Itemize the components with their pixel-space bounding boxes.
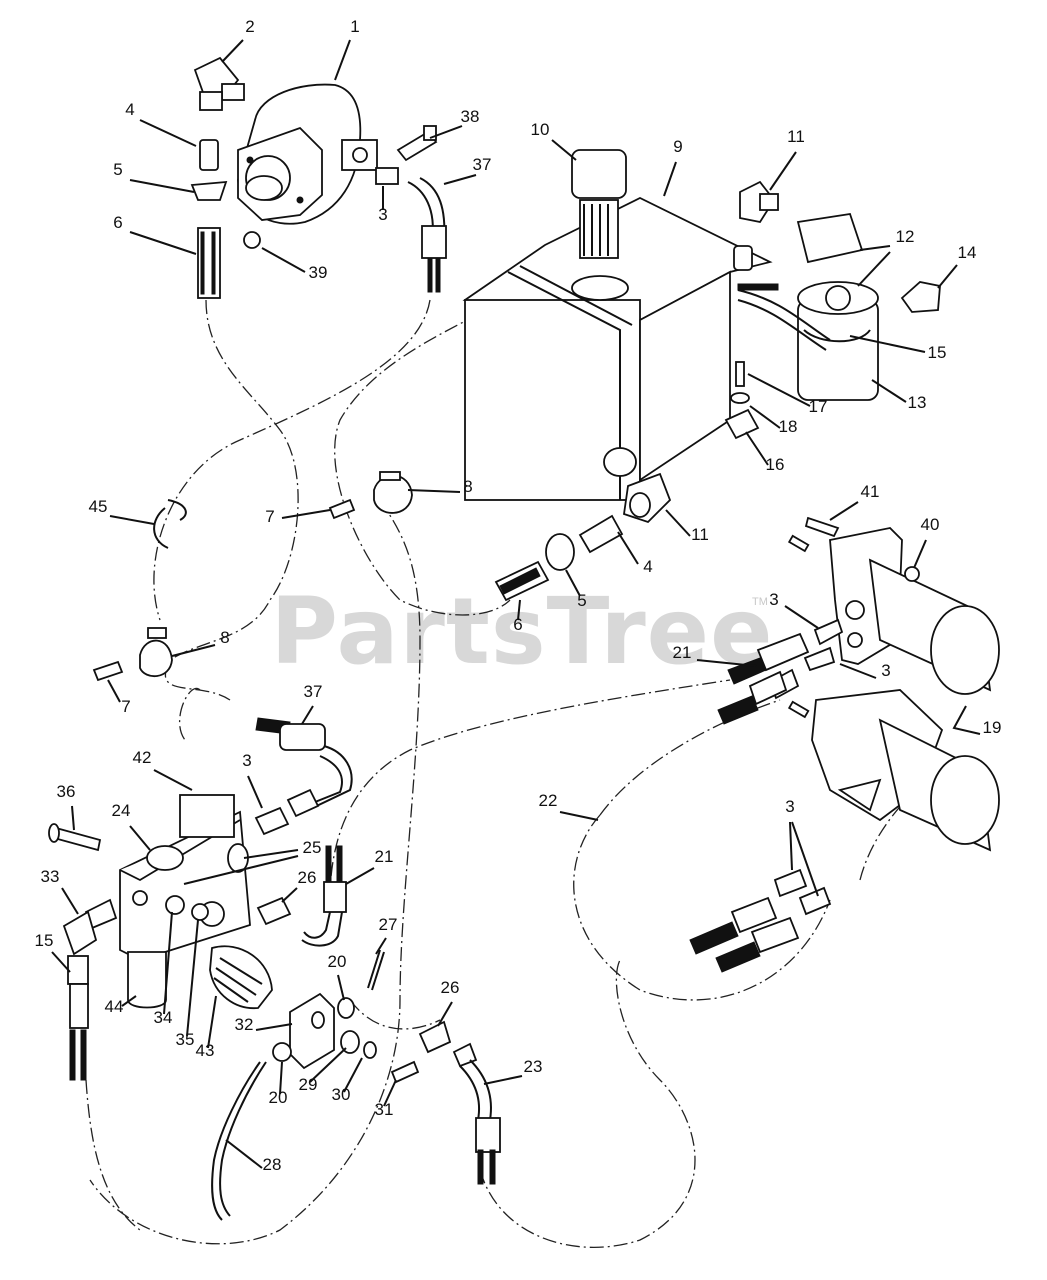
- hydraulic-pump: [237, 83, 378, 225]
- valve-return-hose: [301, 845, 347, 947]
- callout-number: 22: [539, 791, 558, 810]
- callout-number: 33: [41, 867, 60, 886]
- callout-number: 23: [524, 1057, 543, 1076]
- callout-number: 29: [299, 1075, 318, 1094]
- hose-barb-top: [190, 139, 228, 299]
- callout-number: 44: [105, 997, 124, 1016]
- callout-number: 31: [375, 1100, 394, 1119]
- filter-return-hose: [737, 283, 831, 351]
- callout-number: 6: [513, 615, 522, 634]
- callout-number: 11: [691, 525, 709, 544]
- callout-number: 20: [269, 1088, 288, 1107]
- watermark-trademark: TM: [752, 596, 768, 608]
- motor-fittings: [689, 618, 844, 973]
- callout-number: 37: [304, 682, 323, 701]
- callout-number: 10: [531, 120, 550, 139]
- callout-leaders: [51, 39, 981, 1169]
- lower-motor-hose: [418, 1020, 501, 1185]
- hose-routes: [85, 289, 931, 1248]
- oil-filter-assembly: [796, 212, 879, 401]
- callout-number: 30: [332, 1085, 351, 1104]
- callout-number: 25: [303, 838, 322, 857]
- elbow-fitting-top: [193, 56, 245, 111]
- hose-clamps: [92, 471, 413, 682]
- callout-number: 40: [921, 515, 940, 534]
- callout-number: 19: [983, 718, 1002, 737]
- tank-outlet-fittings: [494, 472, 672, 602]
- callout-number: 8: [220, 628, 229, 647]
- callout-number: 37: [473, 155, 492, 174]
- callout-number: 36: [57, 782, 76, 801]
- callout-number: 4: [125, 100, 134, 119]
- callout-number: 45: [89, 497, 108, 516]
- callout-number: 32: [235, 1015, 254, 1034]
- callout-number: 3: [881, 661, 890, 680]
- callout-number: 5: [113, 160, 122, 179]
- callout-number: 21: [375, 847, 394, 866]
- callout-number: 12: [896, 227, 915, 246]
- callout-number: 5: [577, 591, 586, 610]
- wheel-motors: [787, 516, 1000, 852]
- callout-number: 14: [958, 243, 977, 262]
- filler-cap-strainer: [571, 149, 627, 259]
- callout-number: 13: [908, 393, 927, 412]
- callout-number: 20: [328, 952, 347, 971]
- callout-number: 16: [766, 455, 785, 474]
- callout-number: 3: [769, 590, 778, 609]
- callout-number: 2: [245, 17, 254, 36]
- watermark: PartsTree: [270, 578, 774, 685]
- callout-number: 6: [113, 213, 122, 232]
- callout-number: 17: [809, 397, 828, 416]
- callout-number: 8: [463, 477, 472, 496]
- callout-number: 4: [643, 557, 652, 576]
- callout-number: 9: [673, 137, 682, 156]
- callout-number: 11: [787, 127, 805, 146]
- callout-number: 21: [673, 643, 692, 662]
- callout-number: 43: [196, 1041, 215, 1060]
- callout-number: 7: [121, 697, 130, 716]
- control-valve: [119, 794, 273, 1009]
- callout-number: 34: [154, 1008, 173, 1027]
- callout-number: 3: [242, 751, 251, 770]
- callout-number: 15: [928, 343, 947, 362]
- callout-number: 42: [133, 748, 152, 767]
- callout-number: 3: [378, 205, 387, 224]
- callout-number: 27: [379, 915, 398, 934]
- callout-number: 1: [350, 17, 359, 36]
- tank-bracket-hardware: [724, 245, 760, 440]
- hydraulic-reservoir-tank: [462, 196, 773, 501]
- callout-number: 7: [265, 507, 274, 526]
- valve-pressure-hose: [255, 717, 353, 818]
- callout-number: 26: [441, 978, 460, 997]
- callout-number: 15: [35, 931, 54, 950]
- callout-number: 39: [309, 263, 328, 282]
- callout-number: 38: [461, 107, 480, 126]
- callout-number: 41: [861, 482, 880, 501]
- elbow-fitting-right: [900, 281, 941, 313]
- elbow-fitting-filter: [739, 180, 779, 224]
- callout-number: 26: [298, 868, 317, 887]
- valve-linkage-hardware: [211, 949, 420, 1221]
- callout-number: 35: [176, 1030, 195, 1049]
- callout-number: 3: [785, 797, 794, 816]
- callout-number: 18: [779, 417, 798, 436]
- callout-number: 28: [263, 1155, 282, 1174]
- callout-number: 24: [112, 801, 131, 820]
